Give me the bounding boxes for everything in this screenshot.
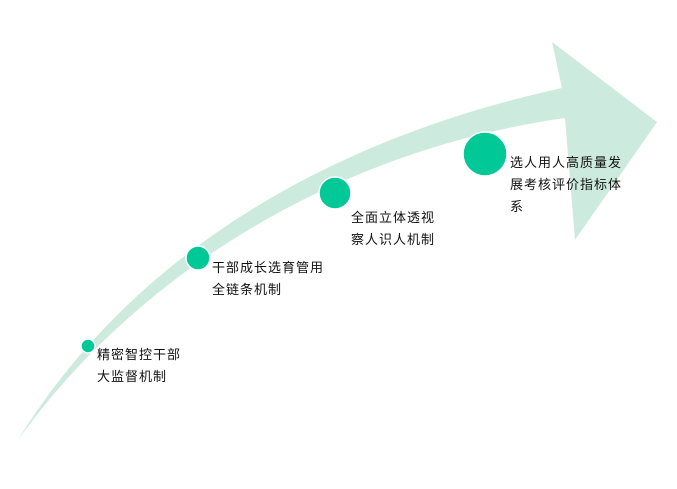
stage-label-2: 干部成长选育管用全链条机制 bbox=[212, 261, 325, 298]
stage-dot-3 bbox=[318, 176, 352, 210]
stage-dot-1 bbox=[80, 338, 96, 354]
stage-dot-4 bbox=[462, 131, 508, 177]
stage-label-3: 全面立体透视察人识人机制 bbox=[351, 211, 436, 248]
curved-arrow bbox=[18, 42, 657, 440]
stage-label-4: 选人用人高质量发展考核评价指标体系 bbox=[510, 156, 623, 215]
stage-label-1: 精密智控干部大监督机制 bbox=[97, 348, 182, 385]
stage-dot-2 bbox=[185, 245, 211, 271]
